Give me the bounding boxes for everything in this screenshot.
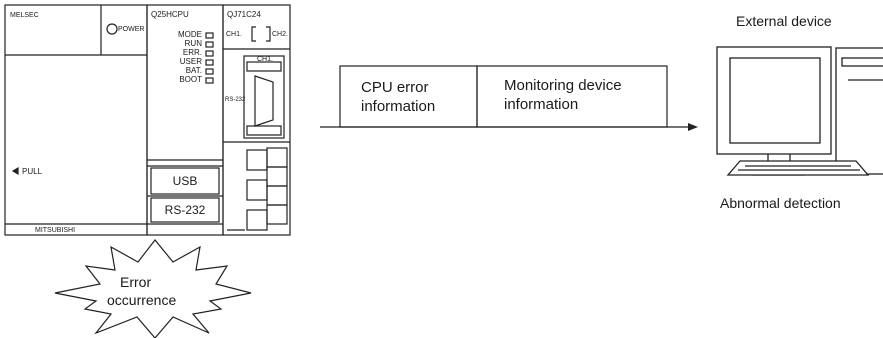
ch2-label: CH2.	[272, 31, 288, 38]
brand-label: MELSEC	[10, 12, 39, 19]
error-line1: Error	[120, 274, 152, 290]
db9-frame-icon	[243, 55, 285, 139]
port-ch1-label: CH1.	[257, 56, 273, 63]
transmission-arrowhead-icon	[688, 123, 698, 131]
pull-arrow-icon	[11, 166, 19, 176]
led-label-boot: BOOT	[179, 75, 202, 84]
power-module-outline	[4, 4, 148, 236]
monitor-icon	[716, 46, 832, 155]
serial-model-label: QJ71C24	[227, 10, 261, 19]
led-label-bat: BAT.	[185, 66, 202, 75]
port-rs232-label: RS-232	[225, 97, 246, 103]
ch-bracket-icon	[251, 26, 271, 42]
pull-label: PULL	[22, 167, 43, 176]
led-label-mode: MODE	[178, 30, 202, 39]
led-label-err: ERR.	[182, 48, 202, 57]
serial-module-outline	[222, 4, 291, 236]
cpu-model-label: Q25HCPU	[151, 10, 189, 19]
external-device-title: External device	[736, 13, 832, 29]
usb-port-icon	[150, 167, 220, 195]
error-line2: occurrence	[107, 292, 177, 308]
terminal-block-icon	[246, 147, 288, 231]
power-led-icon	[106, 23, 118, 35]
cpu-error-line2: information	[361, 98, 436, 115]
monitoring-line1: Monitoring device	[504, 77, 622, 94]
abnormal-detection-caption: Abnormal detection	[720, 195, 841, 211]
led-label-run: RUN	[184, 39, 202, 48]
rs232-port-icon	[150, 197, 220, 223]
plc-rack	[4, 4, 291, 236]
ch1-label: CH1.	[226, 31, 242, 38]
power-label: POWER	[118, 26, 145, 33]
db9-connector-icon	[254, 75, 274, 127]
led-label-user: USER	[179, 57, 202, 66]
keyboard-icon	[726, 160, 870, 176]
frame-cell-cpu-error	[339, 65, 478, 128]
usb-label: USB	[172, 174, 198, 188]
rs232-label: RS-232	[164, 203, 206, 217]
pc-tower-icon	[835, 47, 883, 175]
led-indicator-icons	[205, 32, 214, 84]
cpu-error-line1: CPU error	[361, 79, 429, 96]
monitoring-line2: information	[504, 96, 579, 113]
maker-label: MITSUBISHI	[35, 227, 76, 234]
computer-icon	[716, 46, 883, 176]
error-burst-icon	[54, 239, 252, 338]
